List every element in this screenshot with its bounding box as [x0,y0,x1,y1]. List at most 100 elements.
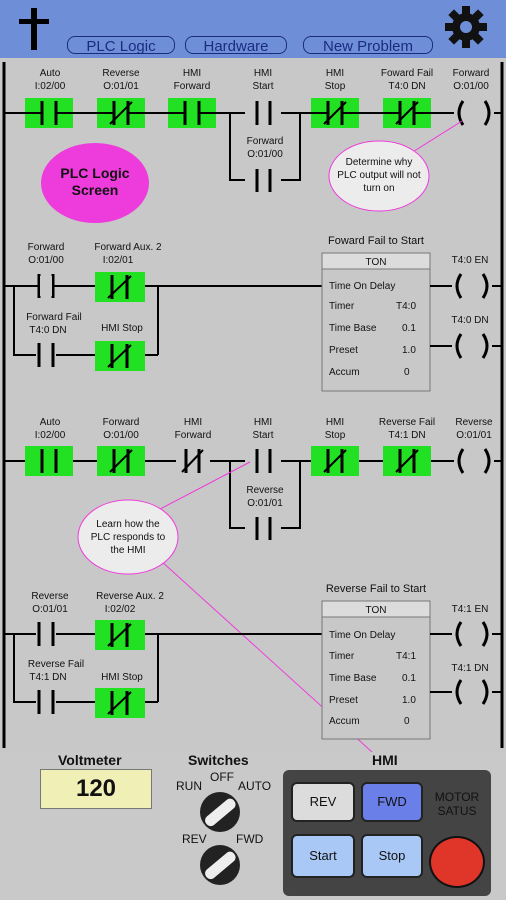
timer-title: Reverse Fail to Start [326,583,426,595]
label: Forward [103,417,140,428]
contact-hmi-start-3[interactable] [245,448,281,474]
ton-row-label: Time Base [329,323,377,334]
ton-block-forward[interactable]: TON Time On Delay Timer T4:0 Time Base 0… [321,252,431,392]
plc-logic-button[interactable]: PLC Logic [67,36,175,55]
label: I:02/00 [35,81,66,92]
ton-row-label: Time On Delay [329,281,395,292]
contact-hmi-forward[interactable] [168,98,216,128]
ton-block-reverse[interactable]: TON Time On Delay Timer T4:1 Time Base 0… [321,600,431,740]
ton-row-value: 0 [404,367,410,378]
rev-fwd-selector-switch[interactable] [194,843,246,887]
contact-forward-aux-nc[interactable] [95,272,145,302]
contact-forward-fail[interactable] [36,343,56,367]
ton-row-label: Timer [329,301,355,312]
new-problem-button[interactable]: New Problem [303,36,433,55]
contact-reverse-4[interactable] [36,622,56,646]
contact-hmi-stop-nc[interactable] [311,98,359,128]
switch-auto-label: AUTO [238,779,272,793]
contact-reverse-nc[interactable] [97,98,145,128]
ton-row-value: T4:0 [396,301,416,312]
label: O:01/00 [103,430,139,441]
contact-reverse-fail-nc-3[interactable] [383,446,431,476]
voltmeter-display: 120 [40,769,152,809]
label: Auto [40,68,61,79]
ton-row-label: Time On Delay [329,630,395,641]
coil-t40-dn[interactable] [452,333,492,359]
contact-hmi-stop-nc-2[interactable] [95,341,145,371]
label: O:01/00 [247,149,283,160]
stop-button[interactable]: Stop [361,834,423,878]
plc-logic-screen-callout[interactable]: PLC Logic Screen [41,143,149,223]
label: HMI [326,417,344,428]
timer-title: Foward Fail to Start [328,235,424,247]
fwd-button[interactable]: FWD [361,782,423,822]
contact-forward-branch[interactable] [245,168,281,192]
contact-auto[interactable] [25,98,73,128]
ton-row-value: 0.1 [402,323,416,334]
coil-reverse[interactable] [454,448,494,474]
contact-forward-nc-3[interactable] [97,446,145,476]
label: HMI [254,417,272,428]
ton-row-value: 0 [404,716,410,727]
ton-row-value: 0.1 [402,673,416,684]
label: HMI [183,68,201,79]
contact-reverse-fail-4[interactable] [36,690,56,714]
contact-reverse-aux-nc[interactable] [95,620,145,650]
hardware-button[interactable]: Hardware [185,36,287,55]
label: I:02/02 [105,604,136,615]
hmi-panel: REV FWD MOTOR SATUS Start Stop [283,770,491,896]
label: T4:0 DN [388,81,425,92]
label: T4:0 DN [29,325,66,336]
ton-title: TON [366,605,387,616]
gear-icon[interactable] [440,5,492,49]
coil-t41-en[interactable] [452,621,492,647]
run-auto-selector-switch[interactable] [194,790,246,834]
label: T4:1 DN [451,663,488,674]
label: Reverse Aux. 2 [96,591,164,602]
label: T4:0 EN [452,255,489,266]
label: Forward Fail [26,312,82,323]
start-button[interactable]: Start [291,834,355,878]
callout-text: turn on [363,183,394,194]
ton-row-label: Preset [329,695,358,706]
cross-icon[interactable] [14,6,56,52]
coil-t40-en[interactable] [452,273,492,299]
label: Reverse [31,591,69,602]
ton-row-label: Accum [329,367,360,378]
label: Reverse Fail [28,659,84,670]
ladder-diagram: Auto I:02/00 Reverse O:01/01 HMI Forward… [0,58,506,752]
contact-hmi-stop-nc-4[interactable] [95,688,145,718]
label: O:01/01 [32,604,68,615]
label: HMI [326,68,344,79]
label: Start [252,430,273,441]
rung-1: Auto I:02/00 Reverse O:01/01 HMI Forward… [4,68,502,223]
callout-text: PLC output will not [337,170,421,181]
label: O:01/00 [453,81,489,92]
label: Forward Aux. 2 [94,242,162,253]
label: Stop [325,81,346,92]
ton-row-label: Timer [329,651,355,662]
motor-status-label: MOTOR SATUS [427,790,487,818]
contact-forward-fail-nc[interactable] [383,98,431,128]
contact-auto-3[interactable] [25,446,73,476]
contact-hmi-stop-nc-3[interactable] [311,446,359,476]
contact-forward[interactable] [37,274,55,298]
contact-reverse-branch-3[interactable] [245,516,281,540]
motor-status-line: SATUS [437,804,477,818]
contact-hmi-forward-nc-3[interactable] [176,448,210,474]
learn-callout[interactable]: Learn how the PLC responds to the HMI [77,461,373,752]
hmi-title: HMI [372,752,398,768]
coil-t41-dn[interactable] [452,679,492,705]
label: HMI [254,68,272,79]
contact-hmi-start[interactable] [245,100,281,126]
control-panel: Voltmeter 120 Switches OFF RUN AUTO REV … [0,752,506,900]
label: T4:1 EN [452,604,489,615]
rev-button[interactable]: REV [291,782,355,822]
label: Start [252,81,273,92]
switch-fwd-label: FWD [236,832,264,846]
rung-2: Foward Fail to Start Forward O:01/00 For… [4,235,502,392]
label: Auto [40,417,61,428]
determine-callout[interactable]: Determine why PLC output will not turn o… [328,120,463,212]
ton-row-label: Accum [329,716,360,727]
label: Forward [174,81,211,92]
